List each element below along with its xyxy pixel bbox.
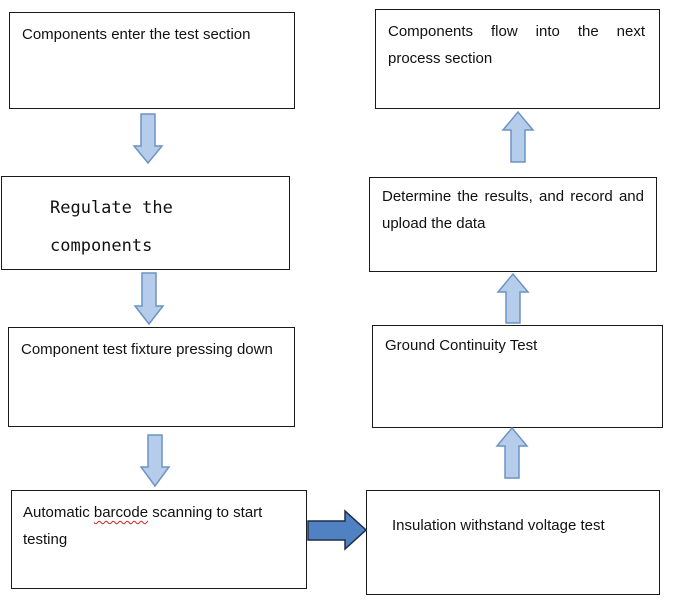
arrow-up-2 [496, 272, 530, 324]
step-fixture-text: Component test fixture pressing down [21, 341, 273, 358]
step-enter-box: Components enter the test section [9, 12, 295, 109]
step-insulation-text: Insulation withstand voltage test [392, 517, 605, 534]
arrow-right-1 [307, 509, 368, 551]
step-determine-box: Determine the results, and record and up… [369, 177, 657, 272]
step-next-text: Components flow into the next process se… [388, 23, 645, 67]
step-barcode-box: Automatic barcode scanning to start test… [11, 490, 307, 589]
step-determine-text: Determine the results, and record and up… [382, 188, 644, 232]
arrow-down-1 [132, 113, 164, 165]
step-ground-box: Ground Continuity Test [372, 325, 663, 428]
step-fixture-box: Component test fixture pressing down [8, 327, 295, 427]
arrow-up-3 [501, 110, 535, 163]
step-barcode-text: Automatic barcode scanning to start test… [23, 499, 299, 553]
barcode-text-post: scanning to start testing [23, 504, 263, 548]
step-regulate-box: Regulate the components [1, 176, 290, 270]
step-enter-text: Components enter the test section [22, 26, 251, 43]
arrow-down-3 [139, 434, 171, 488]
step-next-box: Components flow into the next process se… [375, 9, 660, 109]
arrow-up-1 [495, 426, 529, 479]
barcode-text-pre: Automatic [23, 504, 94, 521]
step-regulate-text: Regulate the components [50, 198, 173, 256]
barcode-word: barcode [93, 504, 149, 521]
arrow-down-2 [133, 272, 165, 326]
step-ground-text: Ground Continuity Test [385, 337, 538, 354]
step-insulation-box: Insulation withstand voltage test [366, 490, 660, 595]
